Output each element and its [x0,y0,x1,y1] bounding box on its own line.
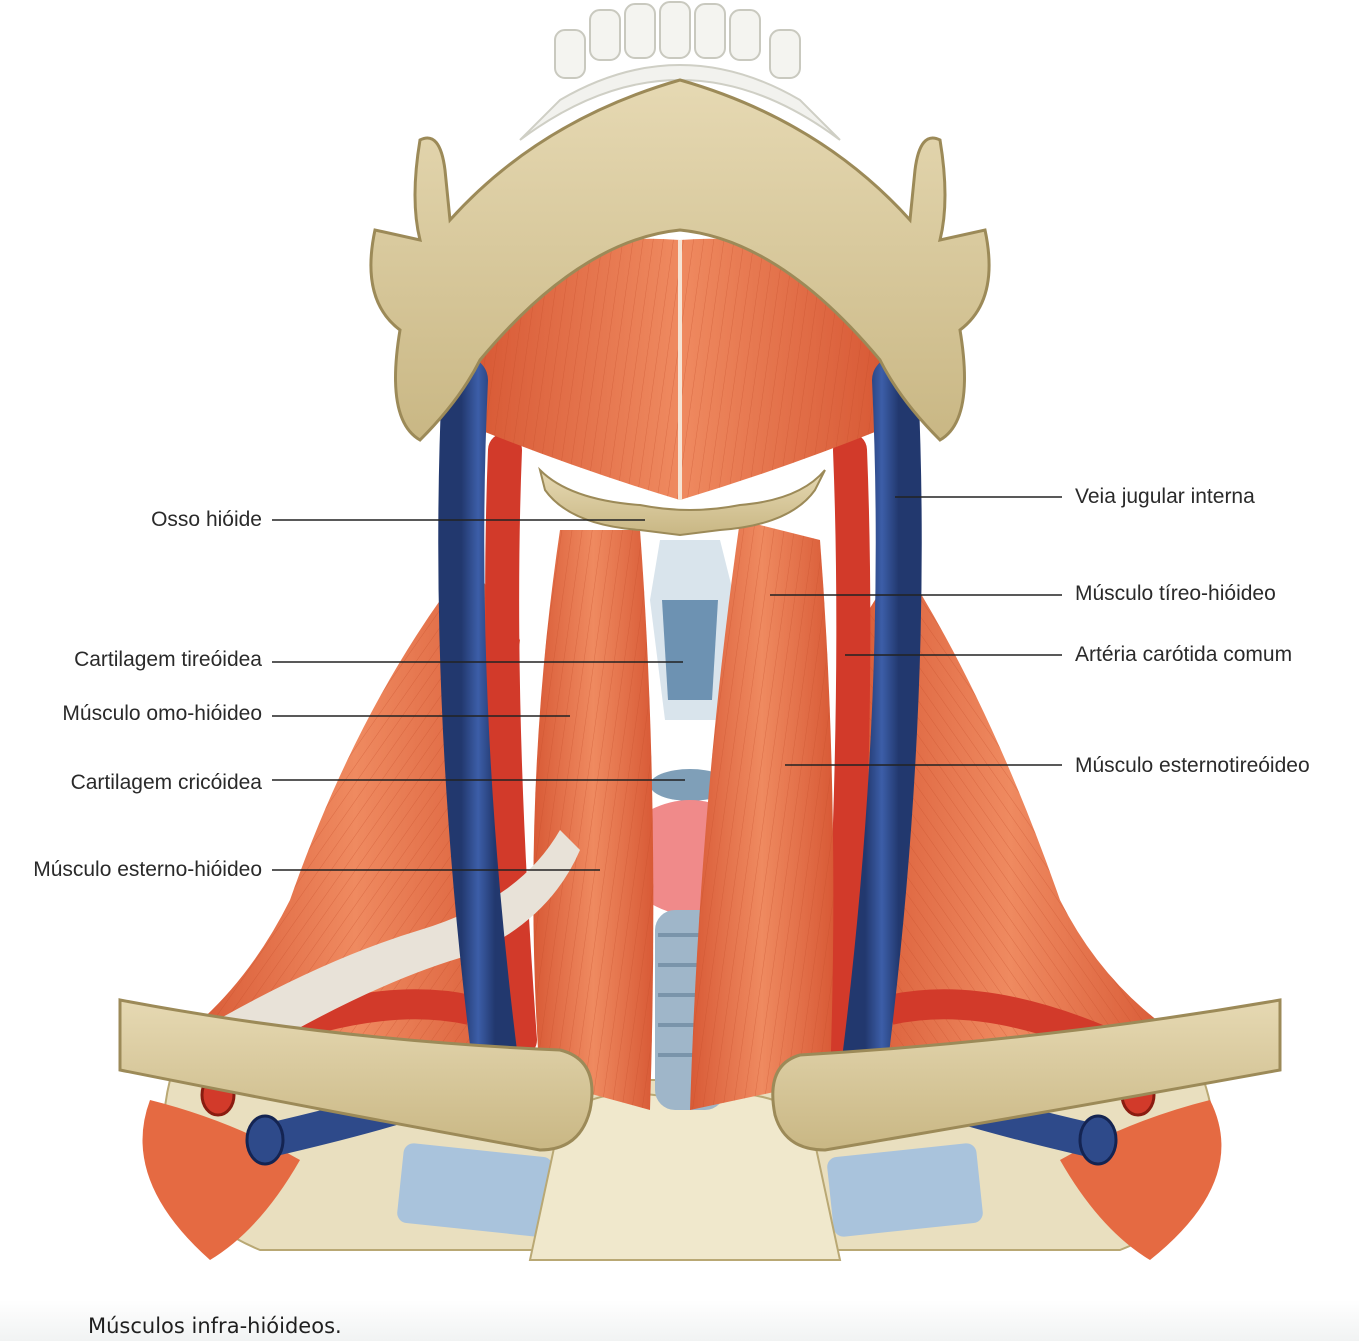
label-cartilagem-cricoidea: Cartilagem cricóidea [70,771,262,794]
label-musculo-esternotireoideo: Músculo esternotireóideo [1075,754,1310,777]
label-osso-hioide: Osso hióide [151,508,262,531]
mandible [369,1,991,442]
clavicles [118,998,1282,1152]
label-musculo-tireo-hioideo: Músculo tíreo-hióideo [1075,582,1276,605]
caption-bar [0,1300,1359,1341]
label-arteria-carotida-comum: Artéria carótida comum [1075,643,1293,666]
label-veia-jugular-interna: Veia jugular interna [1075,485,1255,508]
suprahyoid-muscles [480,238,880,500]
leader-lines [272,496,1062,871]
hyoid-bone [538,466,826,537]
figure-caption: Músculos infra-hióideos. [88,1314,342,1338]
label-cartilagem-tireoidea: Cartilagem tireóidea [74,648,262,671]
infrahyoid-strap-muscles [200,520,834,1110]
label-musculo-omo-hioideo: Músculo omo-hióideo [62,702,262,725]
label-musculo-esterno-hioideo: Músculo esterno-hióideo [33,858,262,881]
